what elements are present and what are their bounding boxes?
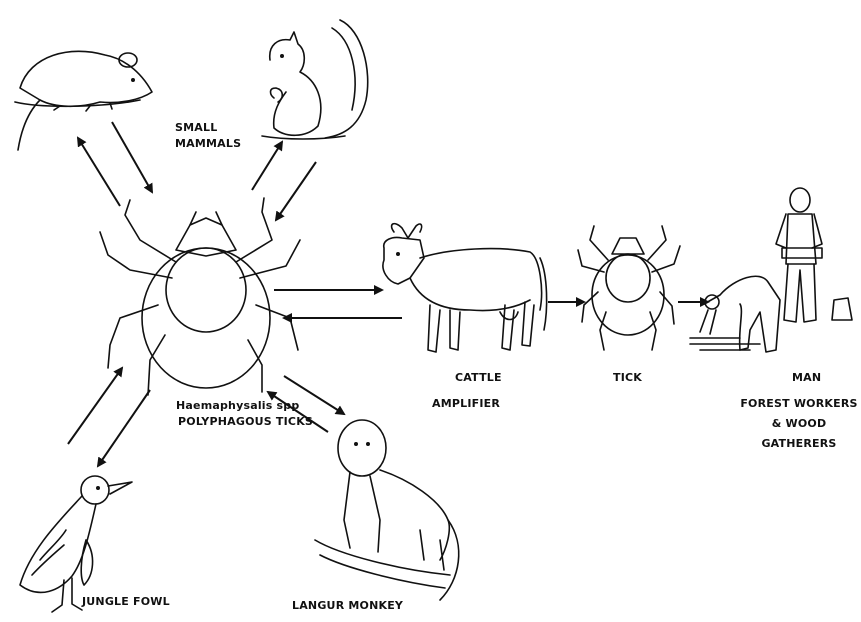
cattle-label: CATTLE: [455, 370, 502, 386]
forest-workers-icon: [690, 188, 852, 352]
jungle-fowl-icon: [20, 476, 132, 612]
squirrel-icon: [262, 20, 368, 139]
arrow-rat-to-tick: [112, 122, 152, 192]
arrow-tick-to-rat: [78, 138, 120, 206]
rat-icon: [15, 51, 152, 150]
man-label: MAN: [792, 370, 821, 386]
cow-icon: [383, 224, 547, 352]
amplifier-label: AMPLIFIER: [432, 396, 500, 412]
jungle-fowl-label: JUNGLE FOWL: [82, 594, 170, 610]
arrow-fowl-to-tick: [68, 368, 122, 444]
tick-label: TICK: [613, 370, 642, 386]
arrow-squirrel-to-tick: [276, 162, 316, 220]
langur-monkey-label: LANGUR MONKEY: [292, 598, 403, 614]
tick-icon: [100, 198, 300, 395]
forest-workers-label: FOREST WORKERS & WOOD GATHERERS: [738, 394, 860, 454]
small-tick-icon: [578, 226, 680, 350]
arrow-tick-to-fowl: [98, 390, 150, 466]
langur-monkey-icon: [315, 420, 459, 600]
polyphagous-ticks-label: POLYPHAGOUS TICKS: [178, 414, 313, 430]
small-mammals-label: SMALL MAMMALS: [175, 120, 241, 152]
tick-genus-label: Haemaphysalis spp: [176, 398, 299, 414]
arrow-tick-to-squirrel: [252, 142, 282, 190]
